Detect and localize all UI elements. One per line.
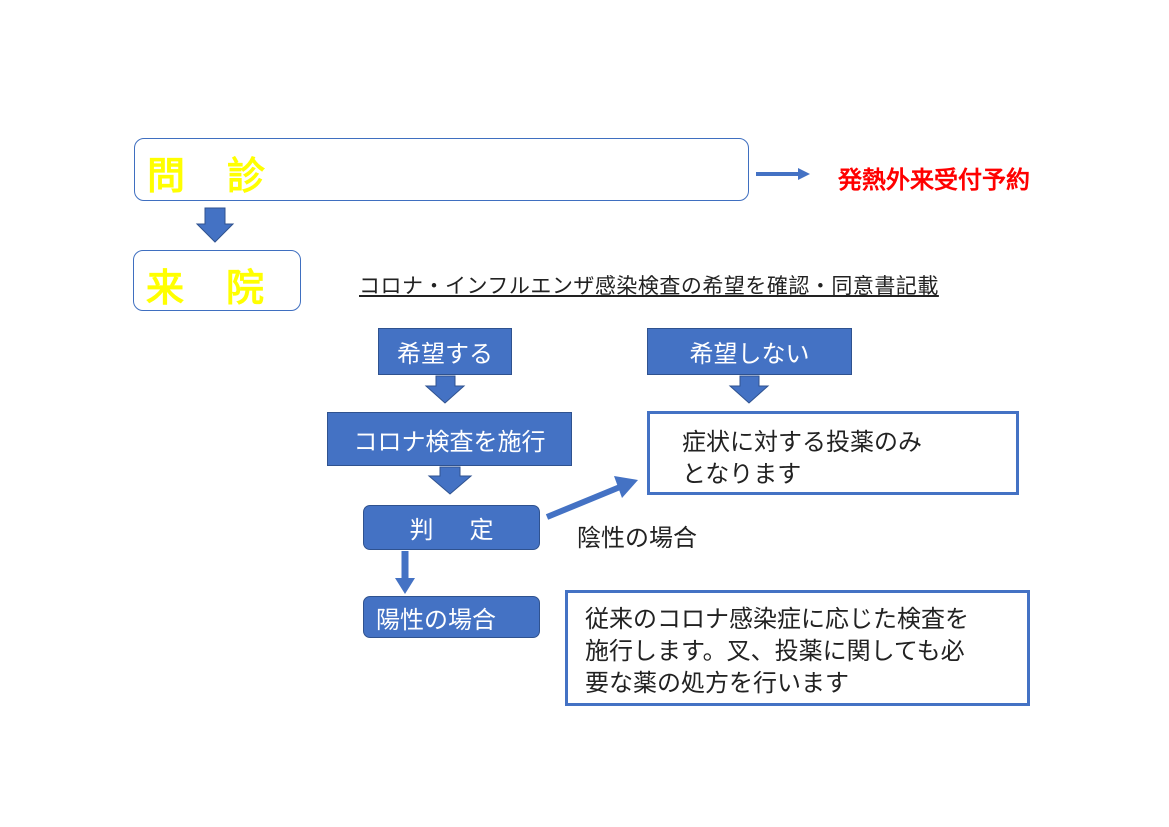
corona-test-box: コロナ検査を施行 (327, 412, 572, 466)
symptomatic-note-line-2: となります (682, 460, 802, 488)
positive-care-note-line-3: 要な薬の処方を行います (585, 669, 849, 697)
judgement-char-2: 定 (469, 516, 494, 544)
wish-test-box: 希望する (378, 328, 512, 375)
symptomatic-note-line-1: 症状に対する投薬のみ (682, 428, 922, 456)
raiin-char-2: 院 (226, 266, 265, 310)
down-arrow-icon (424, 375, 466, 404)
down-arrow-icon (395, 551, 415, 594)
consent-instruction: コロナ・インフルエンザ感染検査の希望を確認・同意書記載 (359, 274, 939, 298)
positive-case-box: 陽性の場合 (363, 596, 540, 638)
reservation-label: 発熱外来受付予約 (838, 166, 1030, 194)
raiin-step-box: 来 院 (133, 250, 301, 311)
positive-care-note-line-2: 施行します。叉、投薬に関しても必 (585, 637, 965, 665)
down-arrow-icon (195, 207, 235, 243)
negative-case-label: 陰性の場合 (577, 524, 697, 552)
judgement-box: 判 定 (363, 505, 540, 550)
positive-care-note-box: 従来のコロナ感染症に応じた検査を 施行します。叉、投薬に関しても必 要な薬の処方… (565, 590, 1030, 706)
raiin-char-1: 来 (146, 266, 185, 310)
right-arrow-icon (545, 476, 638, 520)
right-arrow-icon (756, 168, 810, 180)
monshin-step-box: 問 診 (134, 138, 749, 201)
symptomatic-note-box: 症状に対する投薬のみ となります (647, 411, 1019, 495)
monshin-char-1: 問 (147, 154, 186, 198)
down-arrow-icon (427, 466, 473, 495)
monshin-char-2: 診 (227, 154, 266, 198)
down-arrow-icon (728, 375, 770, 404)
judgement-char-1: 判 (409, 516, 434, 544)
positive-care-note-line-1: 従来のコロナ感染症に応じた検査を (585, 605, 969, 633)
no-wish-box: 希望しない (647, 328, 852, 375)
